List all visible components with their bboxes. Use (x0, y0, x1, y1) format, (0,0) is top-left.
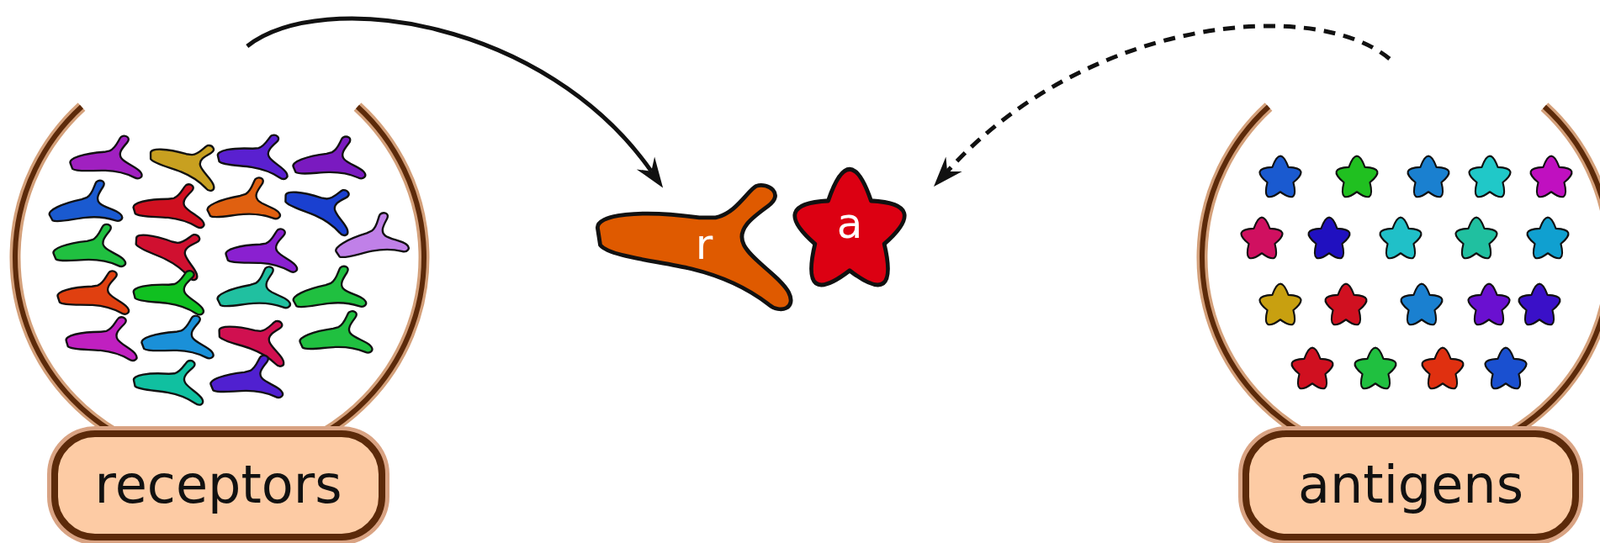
antigen-star: a (765, 143, 934, 322)
arrow-line (947, 26, 1390, 172)
label-pedestal: antigens (1242, 430, 1579, 541)
arrow-head (636, 157, 663, 189)
receptor-pile (44, 133, 410, 414)
shape-letter: a (837, 202, 864, 245)
receptor-outline (589, 178, 801, 317)
flow-arrow (933, 26, 1390, 187)
label-pedestal: receptors (51, 430, 386, 541)
shape-letter: r (695, 223, 714, 266)
antigen-pile (1241, 156, 1573, 390)
flow-arrow (247, 18, 663, 188)
arrow-line (247, 18, 652, 172)
bowl-label: receptors (95, 456, 343, 514)
bowl (15, 106, 1600, 462)
antigen-bowl: antigens (1202, 58, 1600, 541)
receptor-bowl: receptors (12, 46, 425, 541)
arrow-head (933, 157, 963, 187)
bowl-label: antigens (1298, 456, 1524, 514)
receptor-shape: r (589, 178, 801, 317)
